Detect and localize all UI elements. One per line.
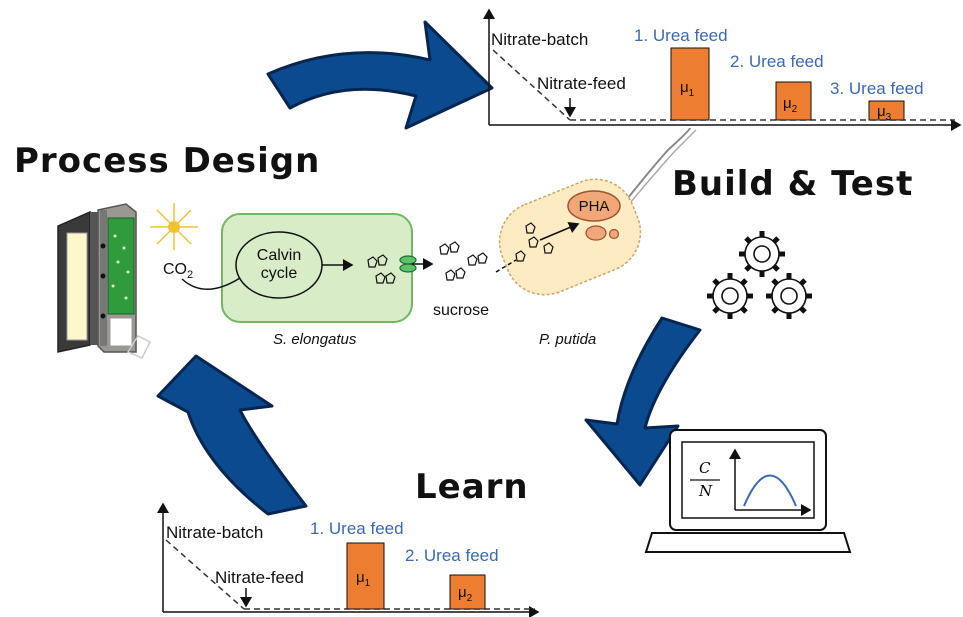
bottom-plot-nitrate-batch-label: Nitrate-batch [166,523,264,542]
top-plot-bar-2 [775,81,812,121]
bottom-plot-bar-2 [449,574,486,610]
process-design-title: Process Design [14,141,321,181]
build-test-title: Build & Test [672,164,914,204]
s-elongatus-label: S. elongatus [273,331,357,348]
calvin-cycle-label: Calvin cycle [256,247,302,282]
top-plot-mu-1: μ1 [680,79,695,99]
top-plot-bar-3 [868,100,905,121]
top-plot-bar-1 [670,47,710,121]
pha-granule [567,190,621,222]
top-plot-nitrate-batch-label: Nitrate-batch [491,30,589,49]
bottom-plot-urea-feed-2: 2. Urea feed [405,546,499,565]
photobioreactor-icon [57,203,152,359]
top-plot-nitrate-decline [492,49,571,121]
sun-icon [150,203,198,250]
top-plot-urea-feed-2: 2. Urea feed [730,52,824,71]
cycle-arrow-bottom-left-icon [156,354,308,516]
co2-label: CO2 [163,261,194,282]
bottom-plot-nitrate-feed-label: Nitrate-feed [215,568,304,587]
cycle-arrow-top-right-icon [266,20,494,130]
top-plot-urea-feed-1: 1. Urea feed [634,26,728,45]
s-elongatus-cell [181,213,434,323]
laptop-ratio-numerator: C [699,459,711,477]
top-plot-mu-3: μ3 [877,103,892,123]
sucrose-label: sucrose [433,302,490,319]
top-plot-mu-2: μ2 [783,95,798,115]
bottom-plot-bar-1 [346,542,385,610]
top-plot-nitrate-feed-label: Nitrate-feed [537,74,626,93]
p-putida-cell [495,127,697,296]
bottom-feed-plot [157,502,540,617]
top-plot-urea-feed-3: 3. Urea feed [830,79,924,98]
pha-label: PHA [578,198,610,215]
sucrose-molecules-icon [439,241,488,281]
bottom-plot-mu-2: μ2 [458,584,473,604]
bottom-plot-mu-1: μ1 [356,569,371,589]
top-feed-plot [483,8,962,131]
gears-icon [707,231,812,319]
laptop-icon [644,429,852,553]
bottom-plot-urea-feed-1: 1. Urea feed [310,519,404,538]
learn-title: Learn [415,467,529,507]
bottom-plot-nitrate-decline [165,539,245,610]
cycle-arrow-right-down-icon [584,316,702,487]
laptop-ratio-denominator: N [699,482,713,500]
p-putida-label: P. putida [539,331,597,348]
